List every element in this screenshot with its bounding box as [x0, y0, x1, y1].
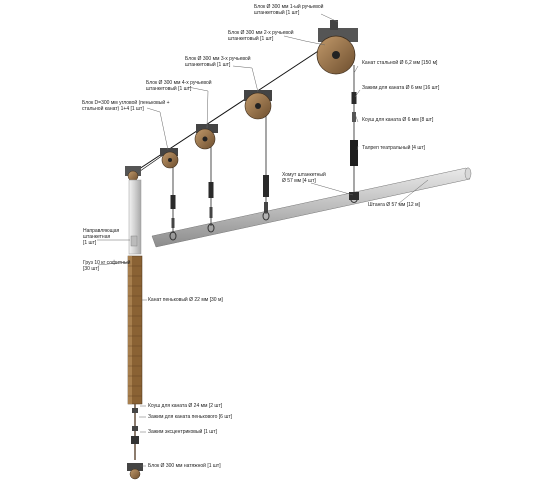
label-collar: Хомут штанкетный Ø 57 мм [4 шт]: [282, 172, 326, 184]
drop-line-3: [262, 108, 270, 221]
label-thimble-6: Коуш для каната Ø 6 мм [8 шт]: [362, 117, 434, 123]
label-tension-block: Блок Ø 300 мм натяжной [1 шт]: [148, 463, 221, 469]
drop-line-1: [169, 163, 177, 241]
label-cable-clamp-top: Зажим для каната Ø 6 мм [16 шт]: [362, 85, 440, 91]
pulley-block-1: [316, 20, 358, 75]
label-eccentric-clamp: Зажим эксцентриковый [1 шт]: [148, 429, 217, 435]
drop-line-4: [349, 65, 359, 203]
label-batten-pipe: Штанга Ø 57 мм [12 м]: [368, 202, 420, 208]
label-block-1: Блок Ø 300 мм 1-ый ручьевой штанкетовый …: [254, 4, 324, 16]
pulley-block-2: [244, 90, 272, 120]
label-counterweight-guide: Направляющая штанкетная [1 шт]: [83, 228, 120, 246]
label-hemp-rope: Канат пеньковый Ø 22 мм [30 м]: [148, 297, 223, 303]
label-block-2: Блок Ø 300 мм 2-х ручьевой штанкетовый […: [228, 30, 294, 42]
leader-lines: [97, 13, 429, 467]
label-block-4: Блок Ø 300 мм 4-х ручьевой штанкетовый […: [146, 80, 212, 92]
label-counterweight: Груз 10 кг софитный [30 шт]: [83, 260, 131, 272]
pulley-block-3: [194, 124, 218, 150]
hemp-rope-lower: [131, 404, 139, 460]
tension-pulley-block: [127, 463, 143, 480]
batten-pipe: [151, 167, 472, 248]
counterweight-guide-rail: [128, 179, 142, 255]
pulley-block-4: [160, 148, 179, 169]
label-hemp-clamp: Зажим для каната пенькового [6 шт]: [148, 414, 233, 420]
label-turnbuckle: Талреп театральный [4 шт]: [362, 145, 426, 151]
drop-line-2: [207, 140, 215, 233]
label-corner-block: Блок D=300 мм угловой (пеньковый + сталь…: [82, 100, 170, 112]
label-steel-cable: Канат стальной Ø 6,2 мм [150 м]: [362, 60, 438, 66]
label-block-3: Блок Ø 300 мм 3-х ручьевой штанкетовый […: [185, 56, 251, 68]
label-thimble-24: Коуш для каната Ø 24 мм [2 шт]: [148, 403, 223, 409]
